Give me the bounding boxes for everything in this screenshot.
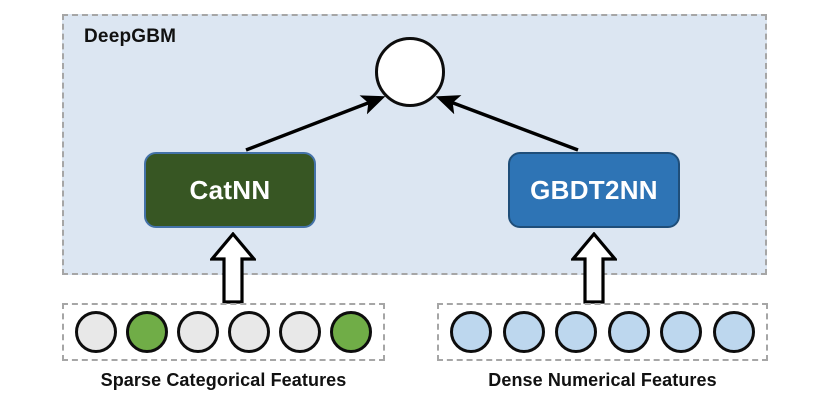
block-arrow-up-dense-icon <box>571 232 617 304</box>
model-box-catnn[interactable]: CatNN <box>144 152 316 228</box>
feature-group-dense <box>437 303 768 361</box>
caption-dense-numerical-features: Dense Numerical Features <box>488 370 717 390</box>
feature-node <box>555 311 598 353</box>
feature-node <box>607 311 650 353</box>
model-box-gbdt2nn-label: GBDT2NN <box>530 174 658 205</box>
model-box-gbdt2nn[interactable]: GBDT2NN <box>508 152 680 228</box>
feature-node <box>176 311 219 353</box>
caption-sparse-categorical-features: Sparse Categorical Features <box>100 370 347 390</box>
feature-node <box>502 311 545 353</box>
feature-group-sparse <box>62 303 385 361</box>
deepgbm-panel-title: DeepGBM <box>84 26 177 47</box>
feature-node <box>74 311 117 353</box>
output-node <box>375 37 445 107</box>
feature-node <box>279 311 322 353</box>
model-box-catnn-label: CatNN <box>189 174 271 205</box>
feature-node <box>228 311 271 353</box>
feature-node <box>712 311 755 353</box>
feature-node <box>450 311 493 353</box>
feature-node <box>330 311 373 353</box>
block-arrow-up-sparse-icon <box>210 232 256 304</box>
feature-node <box>660 311 703 353</box>
feature-node <box>125 311 168 353</box>
